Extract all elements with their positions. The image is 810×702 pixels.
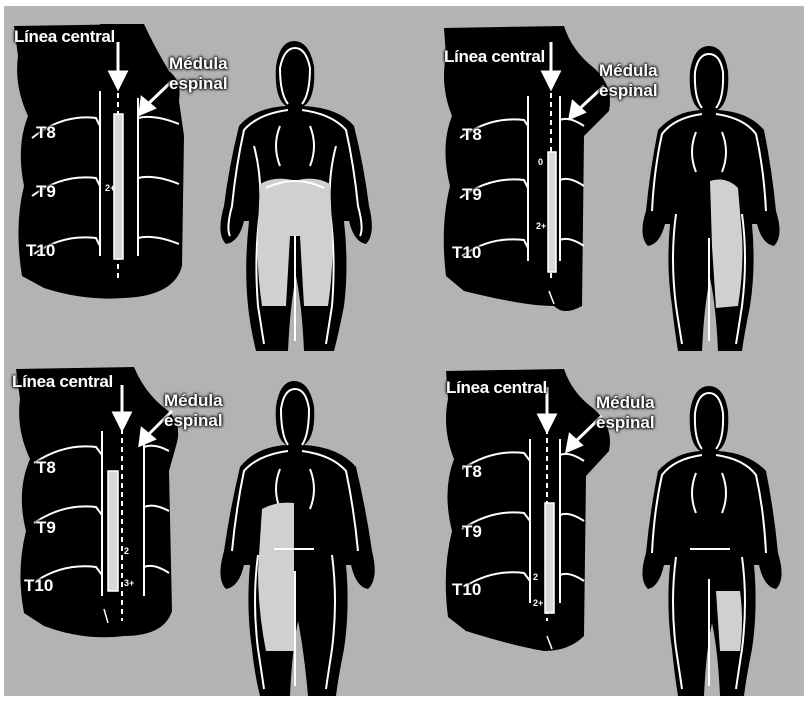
spinal-cord [545, 503, 554, 613]
marker-1: 2+ [105, 184, 115, 193]
label-t8: T8 [36, 124, 56, 141]
panel-top-left: Línea central Médula espinal T8 T9 T10 2… [4, 6, 404, 351]
label-espinal: espinal [169, 74, 228, 94]
label-linea-central: Línea central [446, 379, 547, 396]
label-linea-central: Línea central [12, 373, 113, 390]
panel-bottom-right: Línea central Médula espinal T8 T9 T10 2… [404, 351, 804, 696]
label-t9: T9 [462, 523, 482, 540]
sensory-area [716, 591, 742, 651]
label-t9: T9 [462, 186, 482, 203]
label-t9: T9 [36, 519, 56, 536]
body-silhouette [642, 386, 781, 696]
label-linea-central: Línea central [444, 48, 545, 65]
label-medula: Médula [596, 393, 655, 413]
panel-bottom-left: Línea central Médula espinal T8 T9 T10 2… [4, 351, 404, 696]
panel-top-right: Línea central Médula espinal T8 T9 T10 0… [404, 6, 804, 351]
label-t8: T8 [36, 459, 56, 476]
marker-1: 2 [124, 547, 129, 556]
label-espinal: espinal [596, 413, 655, 433]
label-medula-espinal: Médula espinal [596, 393, 655, 433]
marker-2: 2+ [533, 599, 543, 608]
marker-1: 0 [538, 158, 543, 167]
body-figure [642, 46, 779, 351]
spinal-cord [108, 471, 118, 591]
body-figure [220, 381, 374, 696]
spine-silhouette [444, 26, 610, 311]
label-medula-espinal: Médula espinal [164, 391, 223, 431]
label-linea-central: Línea central [14, 28, 115, 45]
label-medula: Médula [169, 54, 228, 74]
label-espinal: espinal [164, 411, 223, 431]
marker-2: 3+ [124, 579, 134, 588]
label-t10: T10 [452, 244, 481, 261]
sensory-area [258, 503, 294, 651]
body-silhouette [220, 381, 374, 696]
label-medula-espinal: Médula espinal [169, 54, 228, 94]
body-figure [642, 386, 781, 696]
label-medula: Médula [599, 61, 658, 81]
body-figure [220, 41, 371, 351]
spinal-cord [114, 114, 123, 259]
spine-silhouette [446, 369, 610, 651]
label-medula-espinal: Médula espinal [599, 61, 658, 101]
diagram-figure: Línea central Médula espinal T8 T9 T10 2… [4, 6, 804, 696]
marker-1: 2 [533, 573, 538, 582]
label-t9: T9 [36, 183, 56, 200]
sensory-area [710, 180, 743, 308]
marker-2: 2+ [536, 222, 546, 231]
label-espinal: espinal [599, 81, 658, 101]
label-medula: Médula [164, 391, 223, 411]
spine-silhouette [16, 367, 178, 637]
label-t10: T10 [452, 581, 481, 598]
spinal-cord [548, 152, 556, 272]
label-t10: T10 [26, 242, 55, 259]
label-t10: T10 [24, 577, 53, 594]
label-t8: T8 [462, 126, 482, 143]
label-t8: T8 [462, 463, 482, 480]
